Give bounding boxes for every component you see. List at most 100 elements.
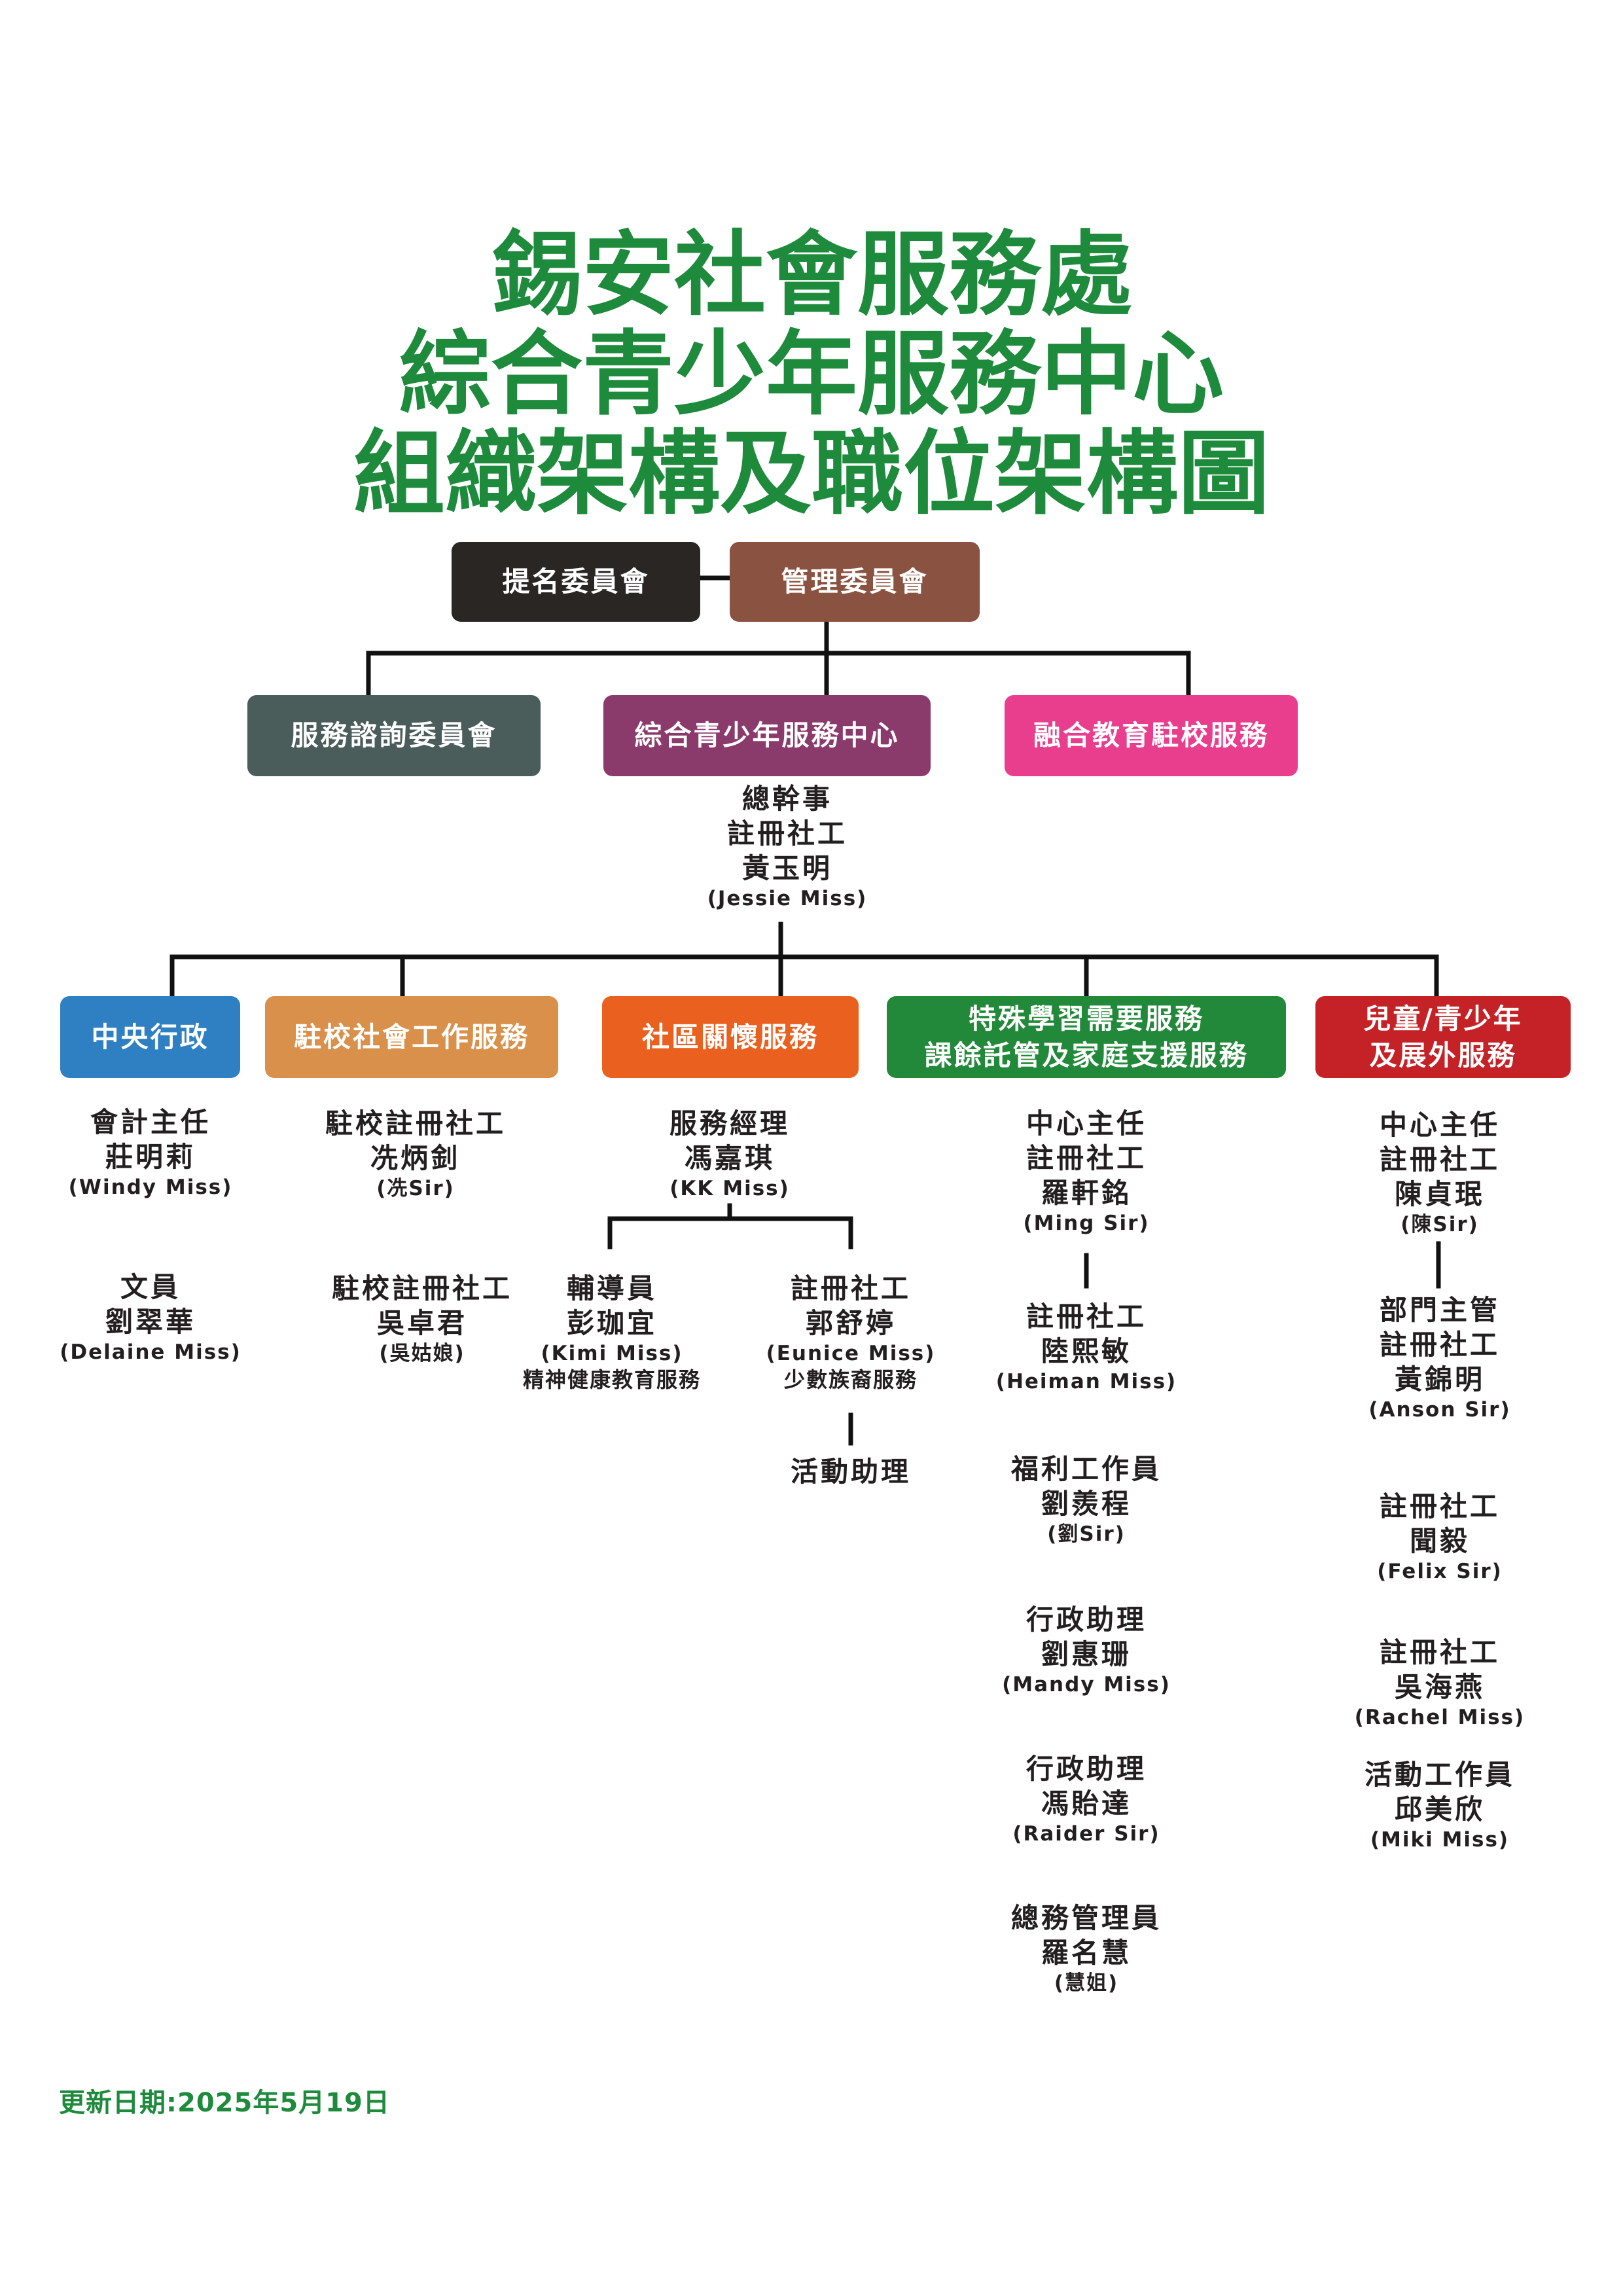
staff-name: 羅軒銘 bbox=[1041, 1177, 1132, 1209]
staff-nickname: (Eunice Miss) bbox=[766, 1342, 936, 1365]
staff-position: 註冊社工 bbox=[1379, 1636, 1500, 1668]
staff-nickname: (Anson Sir) bbox=[1368, 1398, 1511, 1422]
staff-role: 註冊社工 bbox=[1379, 1143, 1500, 1175]
sen-staff-5: 行政助理 馮貽達 (Raider Sir) bbox=[949, 1751, 1224, 1847]
central-admin-label: 中央行政 bbox=[91, 1020, 209, 1053]
staff-position: 活動助理 bbox=[790, 1456, 911, 1488]
staff-position: 中心主任 bbox=[1379, 1109, 1500, 1141]
sen-staff-3: 福利工作員 劉羨程 (劉Sir) bbox=[949, 1452, 1224, 1547]
staff-position: 駐校註冊社工 bbox=[331, 1272, 512, 1304]
director-card: 總幹事 註冊社工 黃玉明 (Jessie Miss) bbox=[650, 781, 925, 912]
community-care-label: 社區關懷服務 bbox=[641, 1020, 819, 1053]
community-counselor: 輔導員 彭珈宜 (Kimi Miss) 精神健康教育服務 bbox=[481, 1271, 743, 1393]
central-admin-box: 中央行政 bbox=[60, 996, 240, 1078]
school-staff-1: 駐校註冊社工 冼炳釗 (冼Sir) bbox=[278, 1106, 553, 1202]
management-committee-box: 管理委員會 bbox=[730, 542, 980, 622]
staff-position: 文員 bbox=[120, 1271, 181, 1303]
community-assistant: 活動助理 bbox=[720, 1454, 982, 1489]
staff-name: 聞毅 bbox=[1409, 1525, 1470, 1557]
admin-staff-2: 文員 劉翠華 (Delaine Miss) bbox=[13, 1270, 288, 1365]
staff-position: 部門主管 bbox=[1379, 1294, 1500, 1326]
staff-nickname: (Mandy Miss) bbox=[1002, 1673, 1171, 1696]
staff-nickname: (劉Sir) bbox=[1047, 1522, 1126, 1546]
community-care-box: 社區關懷服務 bbox=[602, 996, 859, 1078]
sen-staff-6: 總務管理員 羅名慧 (慧姐) bbox=[949, 1901, 1224, 1996]
staff-nickname: (冼Sir) bbox=[376, 1177, 455, 1200]
community-social-worker: 註冊社工 郭舒婷 (Eunice Miss) 少數族裔服務 bbox=[720, 1271, 982, 1393]
director-role: 註冊社工 bbox=[726, 817, 847, 850]
school-staff-2: 駐校註冊社工 吳卓君 (吳姑娘) bbox=[285, 1271, 560, 1367]
director-title: 總幹事 bbox=[741, 783, 832, 815]
staff-name: 劉翠華 bbox=[105, 1306, 196, 1338]
director-name: 黃玉明 bbox=[741, 852, 832, 884]
staff-role: 註冊社工 bbox=[1026, 1142, 1147, 1174]
staff-position: 活動工作員 bbox=[1364, 1759, 1515, 1791]
sen-service-box: 特殊學習需要服務 課餘託管及家庭支援服務 bbox=[887, 996, 1286, 1078]
staff-name: 陳貞珉 bbox=[1394, 1178, 1485, 1210]
nomination-committee-box: 提名委員會 bbox=[452, 542, 700, 622]
staff-position: 會計主任 bbox=[90, 1106, 211, 1138]
children-staff-5: 活動工作員 邱美欣 (Miki Miss) bbox=[1302, 1757, 1577, 1853]
children-staff-3: 註冊社工 聞毅 (Felix Sir) bbox=[1302, 1489, 1577, 1585]
staff-nickname: (Windy Miss) bbox=[68, 1175, 233, 1199]
staff-nickname: (Kimi Miss) bbox=[541, 1342, 683, 1365]
advisory-committee-box: 服務諮詢委員會 bbox=[247, 695, 541, 776]
title-line-3: 組織架構及職位架構圖 bbox=[353, 421, 1270, 528]
staff-service: 精神健康教育服務 bbox=[522, 1367, 701, 1392]
staff-position: 福利工作員 bbox=[1010, 1453, 1162, 1485]
staff-nickname: (Raider Sir) bbox=[1012, 1822, 1160, 1846]
staff-position: 註冊社工 bbox=[1379, 1490, 1500, 1522]
staff-name: 黃錦明 bbox=[1394, 1363, 1485, 1395]
inclusive-education-box: 融合教育駐校服務 bbox=[1005, 695, 1298, 776]
staff-nickname: (Miki Miss) bbox=[1370, 1828, 1510, 1852]
staff-nickname: (Rachel Miss) bbox=[1354, 1706, 1525, 1729]
staff-name: 吳卓君 bbox=[376, 1307, 467, 1339]
staff-nickname: (Delaine Miss) bbox=[60, 1340, 241, 1364]
children-staff-1: 中心主任 註冊社工 陳貞珉 (陳Sir) bbox=[1302, 1107, 1577, 1238]
staff-position: 行政助理 bbox=[1026, 1604, 1147, 1636]
staff-position: 總務管理員 bbox=[1010, 1902, 1162, 1934]
title-line-2: 綜合青少年服務中心 bbox=[399, 321, 1224, 428]
sen-service-label-1: 特殊學習需要服務 bbox=[968, 1002, 1204, 1035]
staff-position: 中心主任 bbox=[1026, 1107, 1147, 1139]
staff-nickname: (Felix Sir) bbox=[1377, 1560, 1503, 1583]
staff-name: 羅名慧 bbox=[1041, 1937, 1132, 1969]
staff-position: 駐校註冊社工 bbox=[325, 1107, 506, 1139]
children-youth-label-2: 及展外服務 bbox=[1369, 1039, 1517, 1071]
children-staff-2: 部門主管 註冊社工 黃錦明 (Anson Sir) bbox=[1302, 1293, 1577, 1423]
staff-nickname: (Heiman Miss) bbox=[995, 1370, 1177, 1393]
staff-name: 莊明莉 bbox=[105, 1141, 196, 1173]
title-line-1: 錫安社會服務處 bbox=[490, 222, 1132, 329]
staff-name: 邱美欣 bbox=[1394, 1793, 1485, 1825]
nomination-committee-label: 提名委員會 bbox=[502, 565, 650, 598]
advisory-committee-label: 服務諮詢委員會 bbox=[291, 719, 497, 751]
staff-name: 彭珈宜 bbox=[566, 1307, 657, 1339]
school-social-work-box: 駐校社會工作服務 bbox=[265, 996, 558, 1078]
staff-name: 郭舒婷 bbox=[805, 1307, 896, 1339]
children-youth-service-box: 兒童/青少年 及展外服務 bbox=[1315, 996, 1571, 1078]
staff-name: 陸熙敏 bbox=[1041, 1335, 1132, 1367]
staff-nickname: (吳姑娘) bbox=[379, 1342, 465, 1365]
community-manager: 服務經理 馮嘉琪 (KK Miss) bbox=[592, 1106, 867, 1202]
children-youth-label-1: 兒童/青少年 bbox=[1363, 1002, 1523, 1035]
staff-position: 註冊社工 bbox=[1026, 1300, 1147, 1333]
staff-name: 吳海燕 bbox=[1394, 1671, 1485, 1703]
staff-role: 註冊社工 bbox=[1379, 1329, 1500, 1361]
youth-centre-box: 綜合青少年服務中心 bbox=[603, 695, 931, 776]
youth-centre-label: 綜合青少年服務中心 bbox=[634, 719, 900, 751]
staff-nickname: (陳Sir) bbox=[1400, 1213, 1479, 1236]
director-nickname: (Jessie Miss) bbox=[707, 887, 868, 910]
staff-nickname: (慧姐) bbox=[1054, 1971, 1119, 1995]
staff-nickname: (Ming Sir) bbox=[1023, 1211, 1150, 1235]
staff-position: 輔導員 bbox=[566, 1272, 657, 1304]
children-staff-4: 註冊社工 吳海燕 (Rachel Miss) bbox=[1302, 1635, 1577, 1731]
inclusive-education-label: 融合教育駐校服務 bbox=[1033, 719, 1269, 751]
sen-service-label-2: 課餘託管及家庭支援服務 bbox=[924, 1039, 1249, 1071]
staff-name: 劉惠珊 bbox=[1041, 1638, 1132, 1670]
sen-staff-2: 註冊社工 陸熙敏 (Heiman Miss) bbox=[949, 1299, 1224, 1395]
staff-position: 註冊社工 bbox=[790, 1272, 911, 1304]
sen-staff-4: 行政助理 劉惠珊 (Mandy Miss) bbox=[949, 1602, 1224, 1698]
chart-title: 錫安社會服務處 綜合青少年服務中心 組織架構及職位架構圖 bbox=[0, 226, 1623, 524]
staff-name: 馮嘉琪 bbox=[684, 1142, 775, 1174]
staff-name: 冼炳釗 bbox=[370, 1142, 461, 1174]
